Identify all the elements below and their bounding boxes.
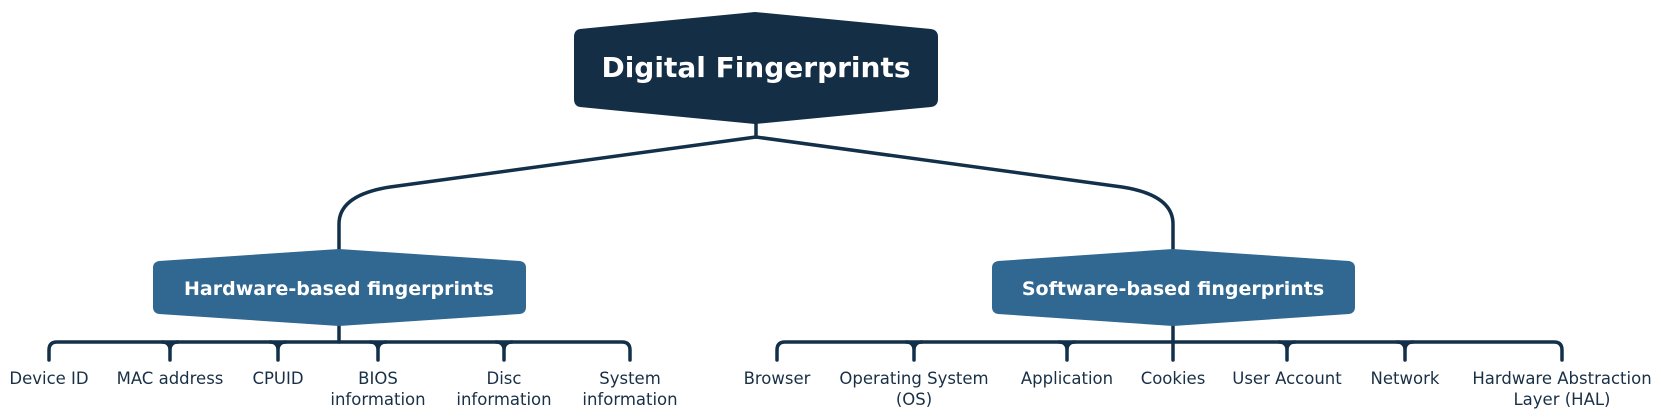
software-items: Browser Operating System(OS) Application…: [744, 369, 1652, 409]
connector-root-to-software: [754, 135, 1175, 252]
category-software-label: Software-based fingerprints: [1022, 278, 1324, 300]
connector-software-bracket: [775, 340, 1564, 362]
leaf-network: Network: [1371, 369, 1440, 388]
connector-software-ticks: [904, 340, 1415, 362]
leaf-application: Application: [1021, 369, 1113, 388]
category-software: Software-based fingerprints: [992, 249, 1355, 326]
leaf-device-id: Device ID: [9, 369, 88, 388]
leaf-user-account: User Account: [1232, 369, 1342, 388]
category-hardware-label: Hardware-based fingerprints: [184, 278, 494, 300]
connector-hardware-bracket: [47, 340, 632, 362]
leaf-operating-system: Operating System(OS): [839, 369, 988, 409]
root-title: Digital Fingerprints: [601, 51, 910, 84]
leaf-cpuid: CPUID: [252, 369, 303, 388]
root-node: Digital Fingerprints: [574, 12, 938, 124]
leaf-browser: Browser: [744, 369, 811, 388]
connector-hardware-ticks: [160, 340, 514, 362]
leaf-cookies: Cookies: [1141, 369, 1206, 388]
category-hardware: Hardware-based fingerprints: [153, 249, 526, 326]
connectors: [47, 106, 1564, 362]
leaf-mac-address: MAC address: [117, 369, 224, 388]
connector-root-to-hardware: [337, 135, 758, 252]
